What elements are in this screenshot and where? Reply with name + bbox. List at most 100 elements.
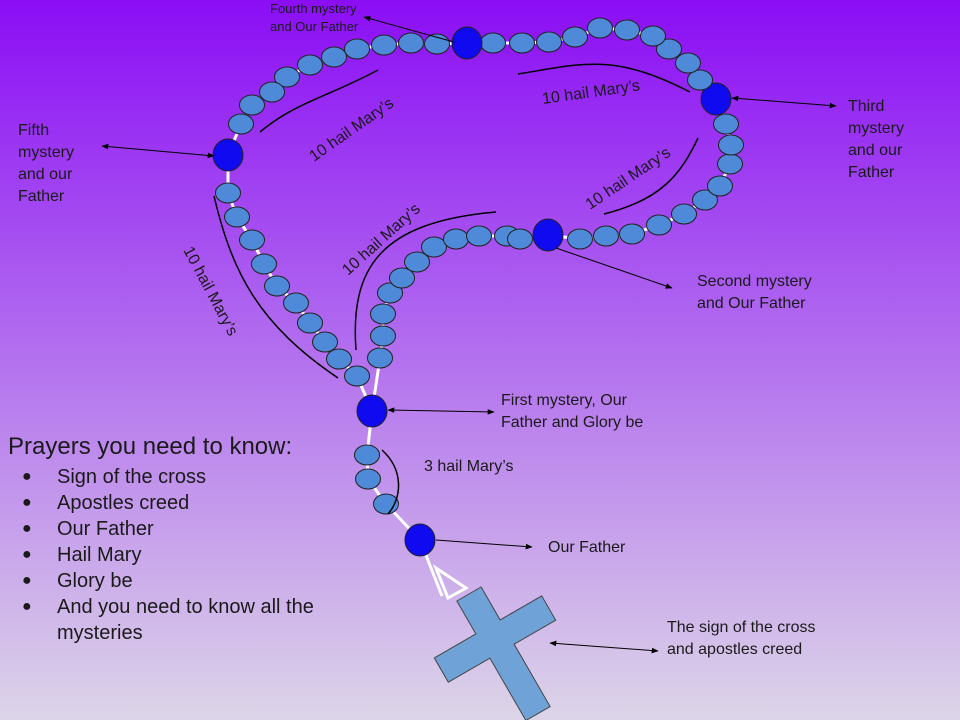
label-three-hail: 3 hail Mary’s — [424, 458, 514, 475]
arrow-first — [387, 407, 495, 415]
hail-mary-bead — [326, 348, 352, 370]
bead-fourth-mystery — [451, 26, 483, 60]
hail-mary-bead — [587, 17, 613, 39]
hail-mary-bead — [713, 113, 739, 135]
hail-mary-bead — [717, 153, 743, 175]
bead-our-father — [404, 523, 436, 557]
prayer-item-text: And you need to know all the mysteries — [57, 596, 314, 644]
prayer-item: ● Apostles creed — [8, 490, 388, 516]
prayers-title: Prayers you need to know: — [8, 433, 293, 460]
hail-mary-bead — [614, 19, 640, 41]
decade-bracket-first — [354, 211, 497, 351]
hail-mary-bead — [354, 444, 380, 466]
hail-mary-bead — [239, 229, 265, 251]
arrow-cross — [549, 640, 659, 654]
hail-mary-bead — [718, 134, 744, 156]
arrow-second — [555, 247, 673, 289]
hail-mary-bead — [562, 26, 588, 48]
bead-fifth-mystery — [212, 138, 244, 172]
hail-mary-bead — [593, 225, 619, 247]
hail-mary-bead — [312, 331, 338, 353]
hail-mary-bead — [321, 46, 347, 68]
label-our-father: Our Father — [548, 539, 626, 556]
prayer-item: ● Sign of the cross — [8, 464, 388, 490]
bullet-icon: ● — [22, 468, 32, 485]
decade-bracket-fourth — [259, 69, 379, 133]
hail-mary-bead — [536, 31, 562, 53]
hail-mary-bead — [297, 312, 323, 334]
hail-mary-bead — [687, 69, 713, 91]
hail-mary-bead — [404, 251, 430, 273]
hail-mary-bead — [297, 54, 323, 76]
prayer-item-text: Apostles creed — [57, 492, 190, 514]
hail-mary-bead — [274, 66, 300, 88]
hail-mary-bead — [215, 182, 241, 204]
prayer-item: ● And you need to know all the mysteries — [8, 594, 388, 646]
three-hail-bracket — [381, 449, 400, 515]
hail-mary-bead — [264, 275, 290, 297]
hail-mary-bead — [239, 94, 265, 116]
bullet-icon: ● — [22, 520, 32, 537]
hail-mary-bead — [480, 32, 506, 54]
prayer-item-text: Sign of the cross — [57, 466, 206, 488]
hail-mary-bead — [355, 468, 381, 490]
bullet-icon: ● — [22, 572, 32, 589]
decade-bracket-fifth — [213, 195, 339, 379]
hail-mary-bead — [656, 38, 682, 60]
hail-mary-bead — [370, 303, 396, 325]
hail-mary-bead — [283, 292, 309, 314]
label-cross: The sign of the cross and apostles creed — [667, 619, 816, 658]
bullet-icon: ● — [22, 494, 32, 511]
bullet-icon: ● — [22, 546, 32, 563]
hail-mary-bead — [707, 175, 733, 197]
arrow-third — [731, 95, 837, 109]
prayer-item-text: Hail Mary — [57, 544, 142, 566]
bead-second-mystery — [532, 218, 564, 252]
hail-mary-bead — [371, 34, 397, 56]
prayers-section: Prayers you need to know: ● Sign of the c… — [8, 432, 388, 646]
arrow-our-father — [435, 539, 533, 550]
crucifix — [433, 586, 557, 720]
label-first-mystery: First mystery, Our Father and Glory be — [501, 392, 644, 431]
prayers-list: ● Sign of the cross ● Apostles creed ● Our … — [8, 464, 388, 646]
hail-mary-bead — [377, 282, 403, 304]
hail-mary-bead — [619, 223, 645, 245]
hail-mary-bead — [389, 267, 415, 289]
hail-mary-bead — [692, 189, 718, 211]
label-fifth-mystery: Fifth mystery and our Father — [18, 122, 74, 205]
hail-mary-bead — [443, 228, 469, 250]
arrow-fourth — [363, 15, 455, 43]
label-second-mystery: Second mystery and Our Father — [697, 273, 812, 312]
prayer-item-text: Our Father — [57, 518, 154, 540]
hail-mary-bead — [507, 228, 533, 250]
prayer-item-text: Glory be — [57, 570, 133, 592]
hail-mary-bead — [367, 347, 393, 369]
decade-bracket-third — [517, 63, 691, 93]
hail-mary-bead — [640, 25, 666, 47]
bead-third-mystery — [700, 82, 732, 116]
hail-mary-bead — [509, 32, 535, 54]
hail-mary-bead — [344, 365, 370, 387]
cross-connector — [432, 564, 469, 601]
hail-mary-bead — [398, 32, 424, 54]
hail-mary-bead — [646, 214, 672, 236]
hail-mary-bead — [421, 236, 447, 258]
hail-mary-bead — [370, 325, 396, 347]
hail-mary-bead — [251, 253, 277, 275]
hail-mary-bead — [675, 52, 701, 74]
pointer-arrows — [101, 15, 837, 654]
hail-mary-bead — [567, 228, 593, 250]
hail-mary-bead — [224, 206, 250, 228]
decade-bracket-second — [603, 137, 699, 215]
prayer-item: ● Hail Mary — [8, 542, 388, 568]
hail-mary-bead — [259, 81, 285, 103]
hail-mary-bead — [671, 203, 697, 225]
arrow-fifth — [101, 143, 215, 159]
hail-mary-bead — [228, 113, 254, 135]
bead-first-mystery — [356, 394, 388, 428]
label-fourth-mystery: Fourth mystery and Our Father — [270, 1, 359, 34]
bullet-icon: ● — [22, 598, 32, 615]
prayer-item: ● Glory be — [8, 568, 388, 594]
prayer-item: ● Our Father — [8, 516, 388, 542]
